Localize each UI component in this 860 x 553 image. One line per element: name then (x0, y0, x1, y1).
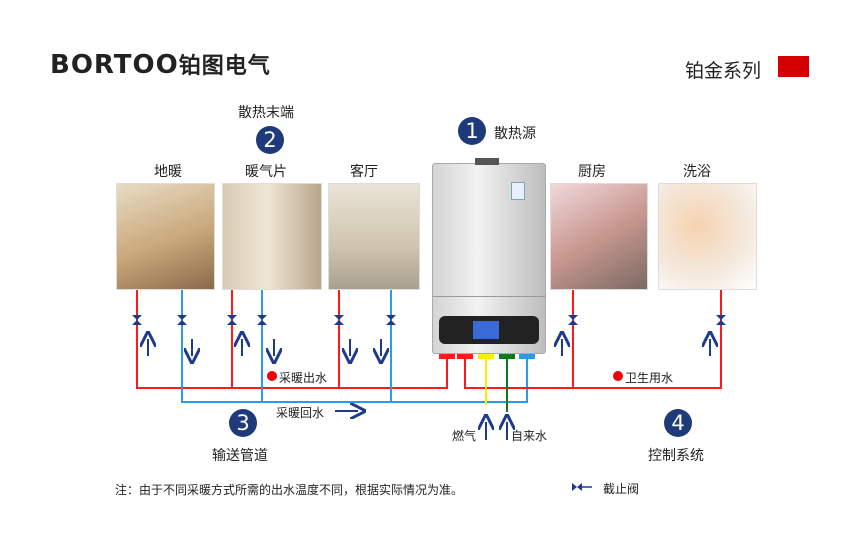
boiler (432, 158, 546, 354)
boiler-display (473, 321, 499, 339)
living-room-photo (328, 183, 420, 290)
room-label-kitchen: 厨房 (578, 164, 606, 180)
domestic-water-label: 卫生用水 (625, 371, 674, 385)
radiator-photo (222, 183, 322, 290)
kitchen-photo (550, 183, 648, 290)
domestic-water-pipe (464, 290, 722, 389)
heating-out-label: 采暖出水 (279, 371, 328, 385)
logo-cn: 铂图电气 (178, 54, 271, 79)
heating-return-label: 采暖回水 (276, 406, 325, 420)
heating-supply-pipe (136, 290, 448, 389)
energy-label (511, 182, 525, 200)
bath-photo (658, 183, 757, 290)
terminal-label: 散热末端 (238, 105, 294, 121)
room-label-floor-heating: 地暖 (154, 164, 182, 180)
valve-icons (132, 315, 726, 325)
source-number: 1 (458, 117, 486, 145)
source-label: 散热源 (494, 126, 536, 142)
gas-label: 燃气 (452, 429, 477, 443)
legend-valve-icon (572, 483, 592, 491)
floor-heating-photo (116, 183, 215, 290)
tap-water-label: 自来水 (511, 429, 548, 443)
room-label-bath: 洗浴 (683, 164, 711, 180)
room-label-radiator: 暖气片 (245, 164, 287, 180)
control-number: 4 (664, 409, 692, 437)
heating-out-dot (267, 371, 277, 381)
series-title: 铂金系列 (685, 60, 762, 82)
room-label-living: 客厅 (350, 164, 378, 180)
pipes-number: 3 (229, 409, 257, 437)
legend-valve-label: 截止阀 (603, 482, 640, 496)
pipes-label: 输送管道 (212, 448, 268, 464)
control-label: 控制系统 (648, 448, 704, 464)
brand-logo: BORTOO铂图电气 (50, 48, 271, 80)
heating-return-pipe (181, 290, 528, 403)
series-color-block (778, 56, 809, 77)
boiler-connectors (439, 354, 535, 359)
footnote: 注：由于不同采暖方式所需的出水温度不同，根据实际情况为准。 (115, 483, 464, 497)
boiler-flue (475, 158, 499, 165)
logo-latin: BORTOO (50, 50, 179, 80)
flow-arrow-icons (148, 339, 710, 440)
domestic-dot (613, 371, 623, 381)
terminal-number: 2 (256, 126, 284, 154)
boiler-front-divider (433, 296, 545, 297)
boiler-control-panel (439, 316, 539, 344)
